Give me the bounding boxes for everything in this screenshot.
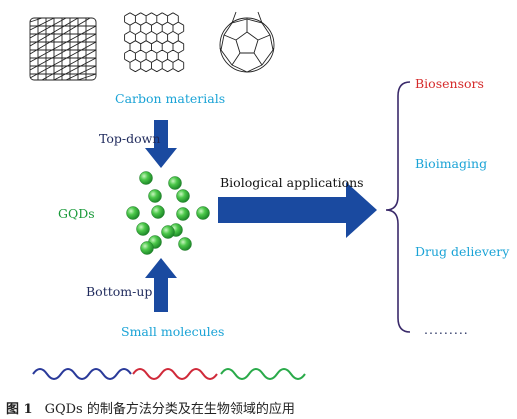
gqd-dot xyxy=(161,225,175,239)
blue-wave-icon xyxy=(32,368,132,380)
small-molecules-label: Small molecules xyxy=(121,324,225,339)
bottom-up-label: Bottom-up xyxy=(86,284,153,299)
figure-number: 图 1 xyxy=(6,402,33,417)
graphene-lattice xyxy=(124,12,185,73)
gqd-dot xyxy=(126,206,140,220)
carbon-nanotube-icon xyxy=(29,17,97,81)
gqd-dot xyxy=(148,189,162,203)
gqd-dot xyxy=(140,241,154,255)
gqds-label: GQDs xyxy=(58,206,95,221)
bottom-up-arrow xyxy=(145,258,177,312)
gqd-dot xyxy=(196,206,210,220)
gqd-dot xyxy=(139,171,153,185)
gqd-dot xyxy=(178,237,192,251)
figure-caption: 图 1 GQDs 的制备方法分类及在生物领域的应用 xyxy=(6,398,295,417)
gqd-dot xyxy=(136,222,150,236)
application-drug-delivery: Drug delievery xyxy=(415,244,510,259)
application-biosensors: Biosensors xyxy=(415,76,484,91)
gqd-dots xyxy=(126,171,210,255)
figure-caption-text: GQDs 的制备方法分类及在生物领域的应用 xyxy=(44,402,295,417)
applications-bracket xyxy=(385,81,411,333)
gqd-dot xyxy=(151,205,165,219)
biological-applications-label: Biological applications xyxy=(220,175,364,190)
applications-arrow xyxy=(218,182,377,238)
top-down-label: Top-down xyxy=(99,131,161,146)
application-more-ellipsis: ......... xyxy=(424,322,469,337)
carbon-materials-label: Carbon materials xyxy=(115,91,226,106)
red-wave-icon xyxy=(132,368,218,380)
top-down-arrow xyxy=(145,120,177,168)
gqd-dot xyxy=(176,189,190,203)
fullerene-icon xyxy=(219,11,275,73)
application-bioimaging: Bioimaging xyxy=(415,156,488,171)
green-wave-icon xyxy=(220,368,306,380)
gqd-dot xyxy=(176,207,190,221)
gqd-dot xyxy=(168,176,182,190)
graphene-sheet-icon xyxy=(124,12,185,73)
